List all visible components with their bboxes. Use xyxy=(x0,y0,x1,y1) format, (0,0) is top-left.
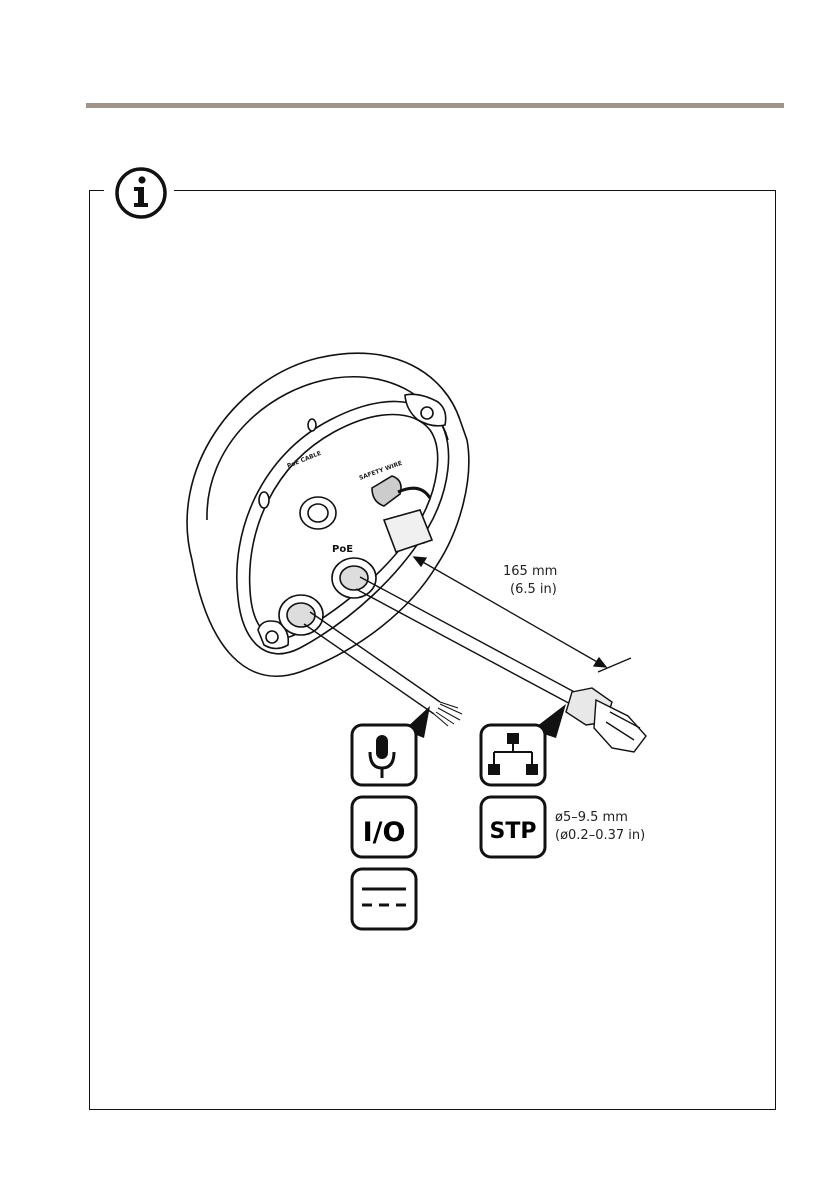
camera-housing xyxy=(187,353,469,676)
cable-diameter-label: ø5–9.5 mm xyxy=(555,810,628,825)
dc-power-icon xyxy=(352,869,416,929)
io-icon: I/O xyxy=(352,797,416,857)
stp-icon: STP xyxy=(481,797,545,857)
stp-label: STP xyxy=(490,819,537,844)
rj45-connector xyxy=(566,688,646,752)
network-icon xyxy=(481,725,545,785)
io-label: I/O xyxy=(363,817,406,848)
poe-port-label: PoE xyxy=(332,544,353,555)
microphone-icon xyxy=(352,725,416,785)
cable-length-label: 165 mm xyxy=(503,564,557,579)
cable-diameter-imperial: (ø0.2–0.37 in) xyxy=(555,828,645,843)
cable-length-imperial: (6.5 in) xyxy=(510,582,557,597)
